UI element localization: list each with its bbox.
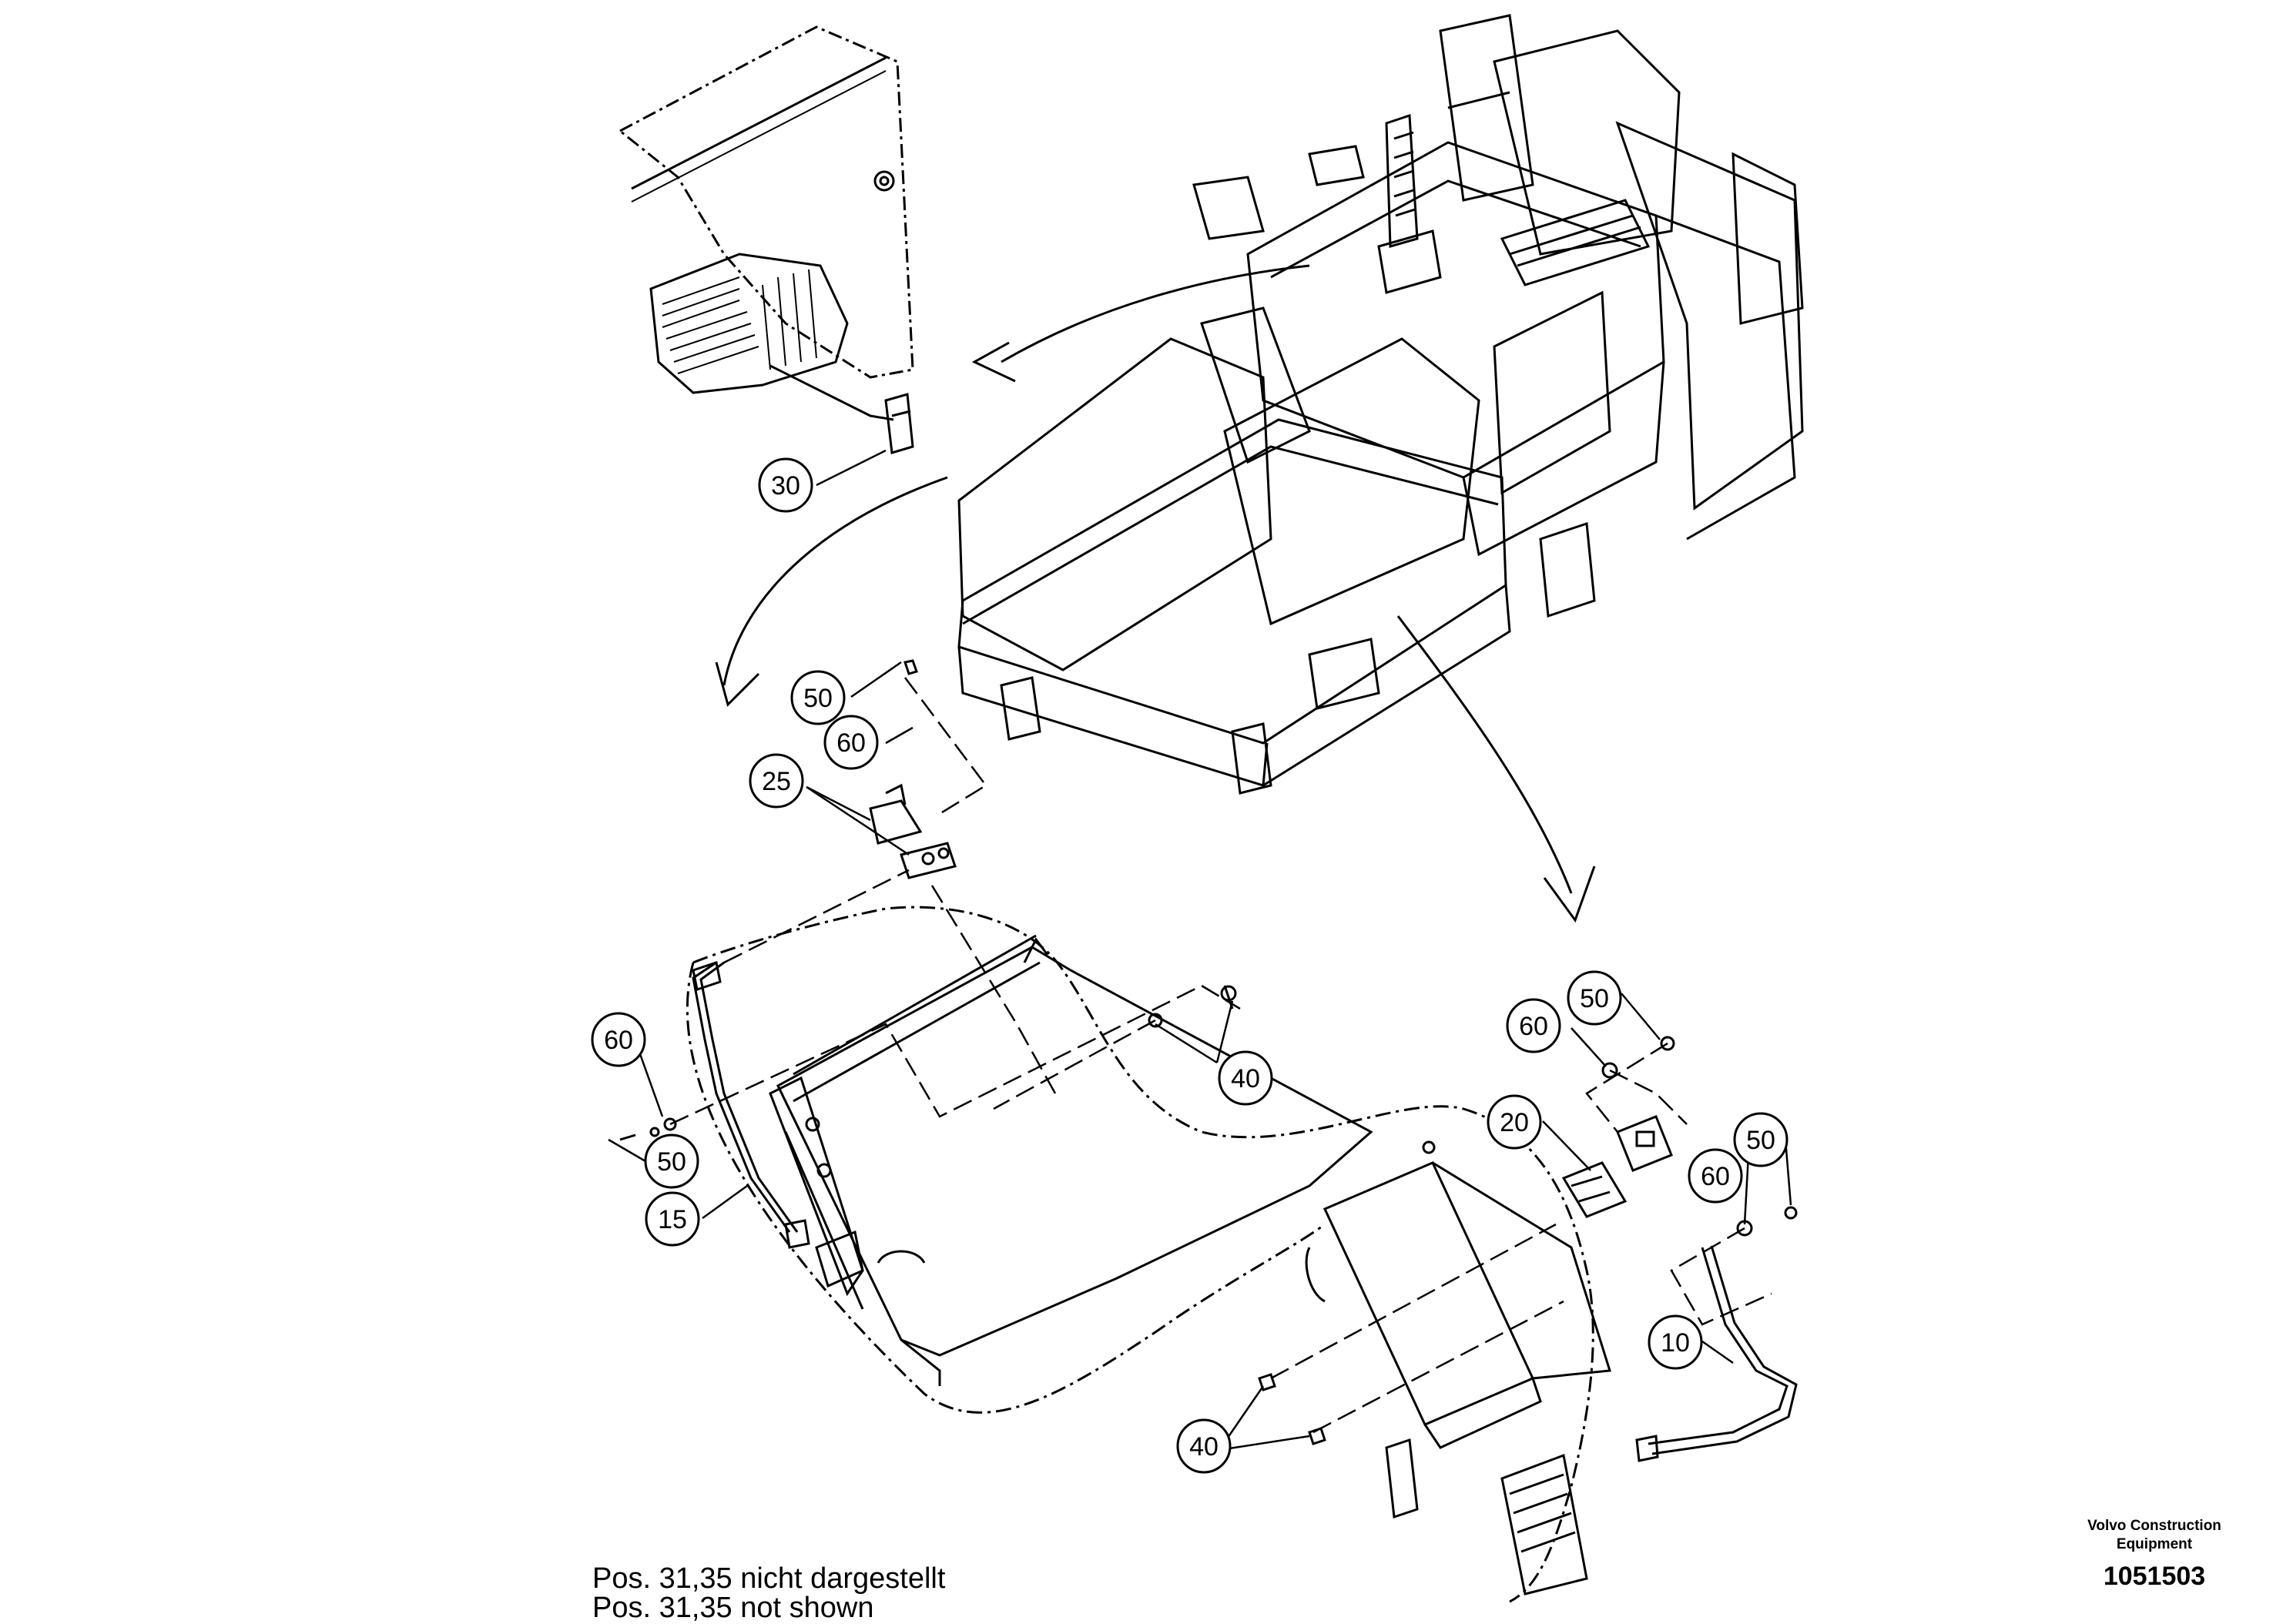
callout-label: 60: [1701, 1162, 1730, 1191]
callout-p50c: 50: [1567, 970, 1622, 1026]
callout-circle: [1506, 998, 1561, 1053]
callout-p40a: 40: [1218, 1050, 1273, 1106]
note-german: Pos. 31,35 nicht dargestellt: [592, 1562, 946, 1595]
callout-p60a: 60: [823, 715, 879, 770]
callout-p50d: 50: [1733, 1112, 1788, 1167]
section-boundary-line: [686, 906, 1594, 1603]
drawing-number: 1051503: [2103, 1562, 2206, 1591]
callout-label: 30: [771, 471, 800, 501]
callout-label: 40: [1231, 1064, 1260, 1093]
callout-label: 50: [1746, 1126, 1775, 1155]
callout-label: 40: [1189, 1432, 1219, 1462]
callout-p15: 15: [645, 1191, 700, 1247]
callout-circle: [1648, 1314, 1703, 1370]
callout-circle: [1733, 1112, 1788, 1167]
callout-label: 20: [1500, 1108, 1529, 1137]
callout-p50a: 50: [790, 670, 846, 725]
callout-circle: [749, 753, 804, 809]
callout-p20: 20: [1487, 1094, 1542, 1150]
callout-circle: [1218, 1050, 1273, 1106]
callout-label: 15: [658, 1205, 687, 1234]
callout-circle: [645, 1191, 700, 1247]
callout-circle: [758, 457, 813, 513]
callout-label: 60: [1519, 1012, 1548, 1041]
machine-frame: [957, 14, 1804, 795]
callout-p10: 10: [1648, 1314, 1703, 1370]
callout-circle: [1487, 1094, 1542, 1150]
manufacturer-name-line2: Equipment: [2116, 1536, 2193, 1552]
callout-circle: [1176, 1418, 1232, 1474]
side-cover-panel: [769, 934, 1373, 1386]
callout-p40b: 40: [1176, 1418, 1232, 1474]
leader-lines: [608, 449, 1792, 1452]
manufacturer-name-line1: Volvo Construction: [2087, 1518, 2221, 1534]
callout-label: 25: [762, 767, 791, 796]
callout-circle: [1567, 970, 1622, 1026]
callout-p30: 30: [758, 457, 813, 513]
flow-arrows: [715, 264, 1596, 923]
assembly-lines: [669, 677, 1772, 1434]
callout-label: 50: [1580, 984, 1609, 1013]
callout-circle: [1688, 1148, 1743, 1204]
callout-circle: [591, 1012, 646, 1067]
callout-label: 60: [604, 1026, 633, 1055]
callout-circle: [644, 1133, 699, 1189]
callout-p25: 25: [749, 753, 804, 809]
access-cover-panel: [1305, 1140, 1611, 1596]
callout-label: 50: [803, 684, 833, 713]
callout-label: 60: [836, 728, 866, 758]
note-english: Pos. 31,35 not shown: [592, 1592, 874, 1624]
callout-circle: [790, 670, 846, 725]
callout-label: 10: [1661, 1328, 1690, 1358]
detail-inset-connector-box: [618, 25, 914, 454]
callout-p60d: 60: [1688, 1148, 1743, 1204]
callout-label: 50: [657, 1147, 686, 1177]
callout-p50b: 50: [644, 1133, 699, 1189]
callout-p60c: 60: [1506, 998, 1561, 1053]
callout-circle: [823, 715, 879, 770]
manufacturer-name: Volvo Construction Equipment: [2062, 1517, 2247, 1554]
callout-p60b: 60: [591, 1012, 646, 1067]
